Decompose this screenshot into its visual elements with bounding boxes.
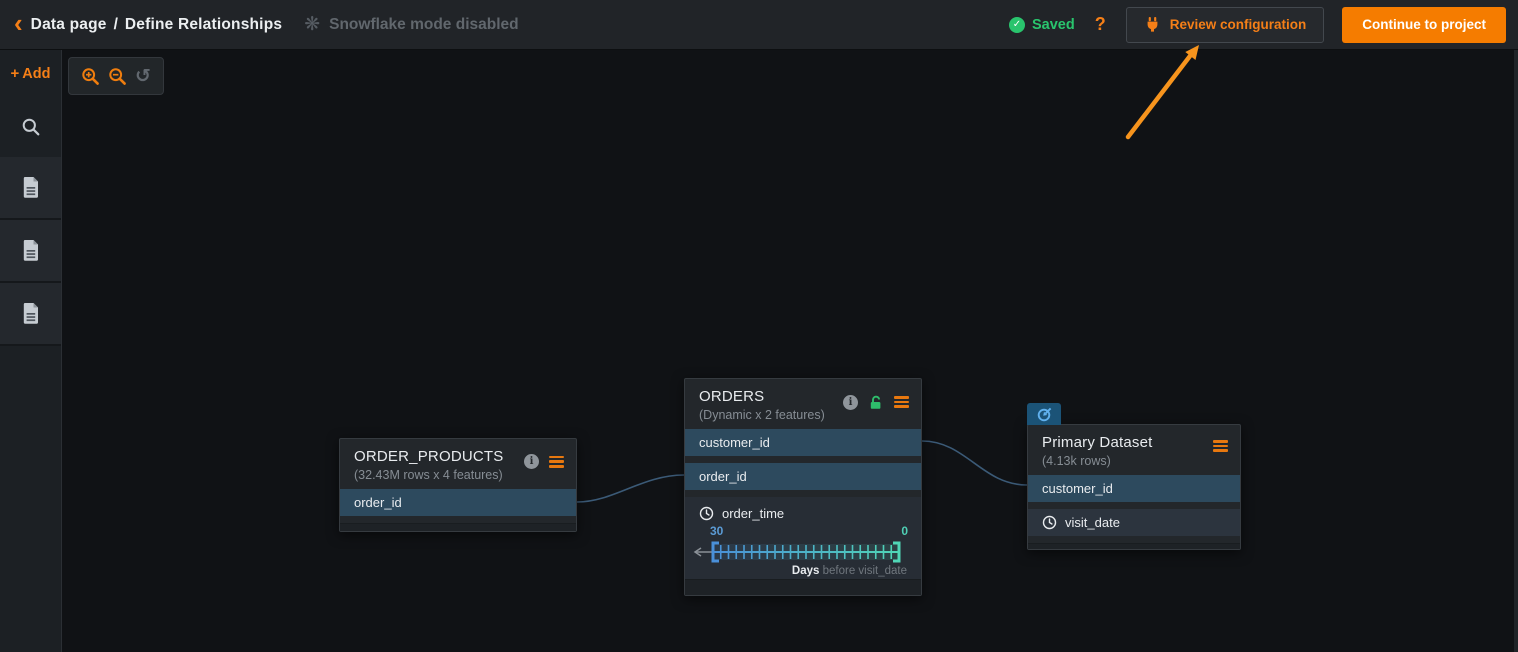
node-title: ORDERS bbox=[699, 388, 765, 405]
dataset-file-icon bbox=[23, 177, 38, 198]
field-label: order_id bbox=[354, 495, 402, 510]
menu-icon[interactable] bbox=[549, 455, 564, 468]
node-title: ORDER_PRODUCTS bbox=[354, 448, 504, 465]
datasets-sidebar: + Add bbox=[0, 50, 62, 652]
node-order-products[interactable]: ORDER_PRODUCTS (32.43M rows x 4 features… bbox=[339, 438, 577, 532]
target-icon bbox=[1037, 407, 1051, 421]
node-header[interactable]: ORDERS (Dynamic x 2 features) i bbox=[685, 379, 921, 427]
time-window-slider[interactable] bbox=[693, 540, 905, 564]
lock-open-icon[interactable] bbox=[868, 394, 884, 410]
add-label: Add bbox=[22, 66, 51, 82]
search-button[interactable] bbox=[0, 93, 61, 157]
time-window-caption: Days before visit_date bbox=[685, 565, 921, 577]
field-row-customer-id[interactable]: customer_id bbox=[1028, 475, 1240, 502]
help-icon[interactable]: ? bbox=[1094, 14, 1106, 34]
dataset-file-icon bbox=[23, 240, 38, 261]
zoom-out-icon bbox=[109, 67, 126, 85]
zoom-out-button[interactable] bbox=[108, 67, 127, 86]
breadcrumb-root[interactable]: Data page bbox=[30, 15, 107, 33]
field-row-visit-date[interactable]: visit_date bbox=[1028, 509, 1240, 536]
top-bar: ‹ Data page / Define Relationships ❋ Sno… bbox=[0, 0, 1518, 50]
snowflake-mode-label: Snowflake mode disabled bbox=[329, 15, 519, 33]
review-configuration-label: Review configuration bbox=[1169, 17, 1307, 32]
clock-icon bbox=[699, 506, 714, 521]
zoom-in-icon bbox=[82, 67, 99, 85]
review-configuration-button[interactable]: Review configuration bbox=[1125, 6, 1325, 43]
node-row-count: (Dynamic x 2 features) bbox=[699, 408, 825, 422]
field-label: visit_date bbox=[1065, 515, 1120, 530]
slider-start-handle[interactable] bbox=[711, 541, 719, 563]
connection-order-products-orders bbox=[576, 474, 685, 503]
relationship-connections bbox=[576, 440, 1028, 503]
node-footer bbox=[685, 579, 921, 595]
continue-to-project-label: Continue to project bbox=[1362, 17, 1486, 32]
node-row-count: (32.43M rows x 4 features) bbox=[354, 468, 503, 482]
window-start-value: 30 bbox=[710, 524, 724, 538]
reset-view-button[interactable]: ↺ bbox=[135, 64, 151, 87]
search-icon bbox=[22, 118, 39, 136]
node-header[interactable]: ORDER_PRODUCTS (32.43M rows x 4 features… bbox=[340, 439, 576, 487]
sidebar-dataset-tile-1[interactable] bbox=[0, 157, 61, 220]
info-icon[interactable]: i bbox=[524, 454, 539, 469]
plus-icon: + bbox=[10, 65, 20, 82]
breadcrumb-separator: / bbox=[113, 15, 118, 33]
snowflake-icon: ❋ bbox=[304, 13, 321, 35]
window-end-value: 0 bbox=[901, 524, 908, 538]
clock-icon bbox=[1042, 515, 1057, 530]
breadcrumb-current: Define Relationships bbox=[124, 15, 283, 33]
saved-status-badge: ✓ Saved bbox=[1008, 16, 1075, 33]
node-primary-dataset[interactable]: Primary Dataset (4.13k rows) customer_id… bbox=[1027, 403, 1241, 550]
plug-icon bbox=[1147, 16, 1158, 32]
primary-dataset-tab bbox=[1027, 403, 1061, 425]
check-circle-icon: ✓ bbox=[1008, 16, 1025, 33]
time-unit-context: before visit_date bbox=[822, 565, 907, 577]
dataset-file-icon bbox=[23, 303, 38, 324]
saved-label: Saved bbox=[1031, 16, 1075, 33]
vertical-scrollbar[interactable] bbox=[1514, 50, 1518, 652]
canvas-toolbar: ↺ bbox=[68, 57, 164, 95]
continue-to-project-button[interactable]: Continue to project bbox=[1342, 6, 1506, 43]
slider-end-handle[interactable] bbox=[893, 541, 901, 563]
menu-icon[interactable] bbox=[894, 396, 909, 408]
field-row-customer-id[interactable]: customer_id bbox=[685, 429, 921, 456]
node-row-count: (4.13k rows) bbox=[1042, 454, 1111, 468]
back-icon[interactable]: ‹ bbox=[14, 7, 23, 38]
menu-icon[interactable] bbox=[1213, 440, 1228, 452]
field-label: order_id bbox=[699, 469, 747, 484]
relationship-canvas[interactable]: ↺ ORDER_PRODUCTS (32.43M rows x 4 featur… bbox=[62, 50, 1518, 652]
node-footer bbox=[340, 523, 576, 531]
reset-view-icon: ↺ bbox=[135, 64, 151, 87]
field-label: customer_id bbox=[1042, 481, 1113, 496]
node-title: Primary Dataset bbox=[1042, 434, 1153, 451]
field-row-order-id[interactable]: order_id bbox=[340, 489, 576, 516]
snowflake-mode-status: ❋ Snowflake mode disabled bbox=[304, 15, 518, 34]
time-unit: Days bbox=[791, 565, 820, 577]
zoom-in-button[interactable] bbox=[81, 67, 100, 86]
node-orders[interactable]: ORDERS (Dynamic x 2 features) i customer… bbox=[684, 378, 922, 596]
node-footer bbox=[1028, 543, 1240, 549]
field-row-order-id[interactable]: order_id bbox=[685, 463, 921, 490]
info-icon[interactable]: i bbox=[843, 394, 858, 410]
time-field-label: order_time bbox=[722, 506, 785, 521]
sidebar-dataset-tile-3[interactable] bbox=[0, 283, 61, 346]
time-window-panel: order_time 30 0 bbox=[685, 497, 921, 579]
slider-ticks bbox=[712, 545, 900, 559]
node-header[interactable]: Primary Dataset (4.13k rows) bbox=[1028, 425, 1240, 473]
field-label: customer_id bbox=[699, 435, 770, 450]
connection-orders-primary bbox=[921, 440, 1028, 486]
sidebar-dataset-tile-2[interactable] bbox=[0, 220, 61, 283]
add-dataset-button[interactable]: + Add bbox=[0, 50, 61, 93]
